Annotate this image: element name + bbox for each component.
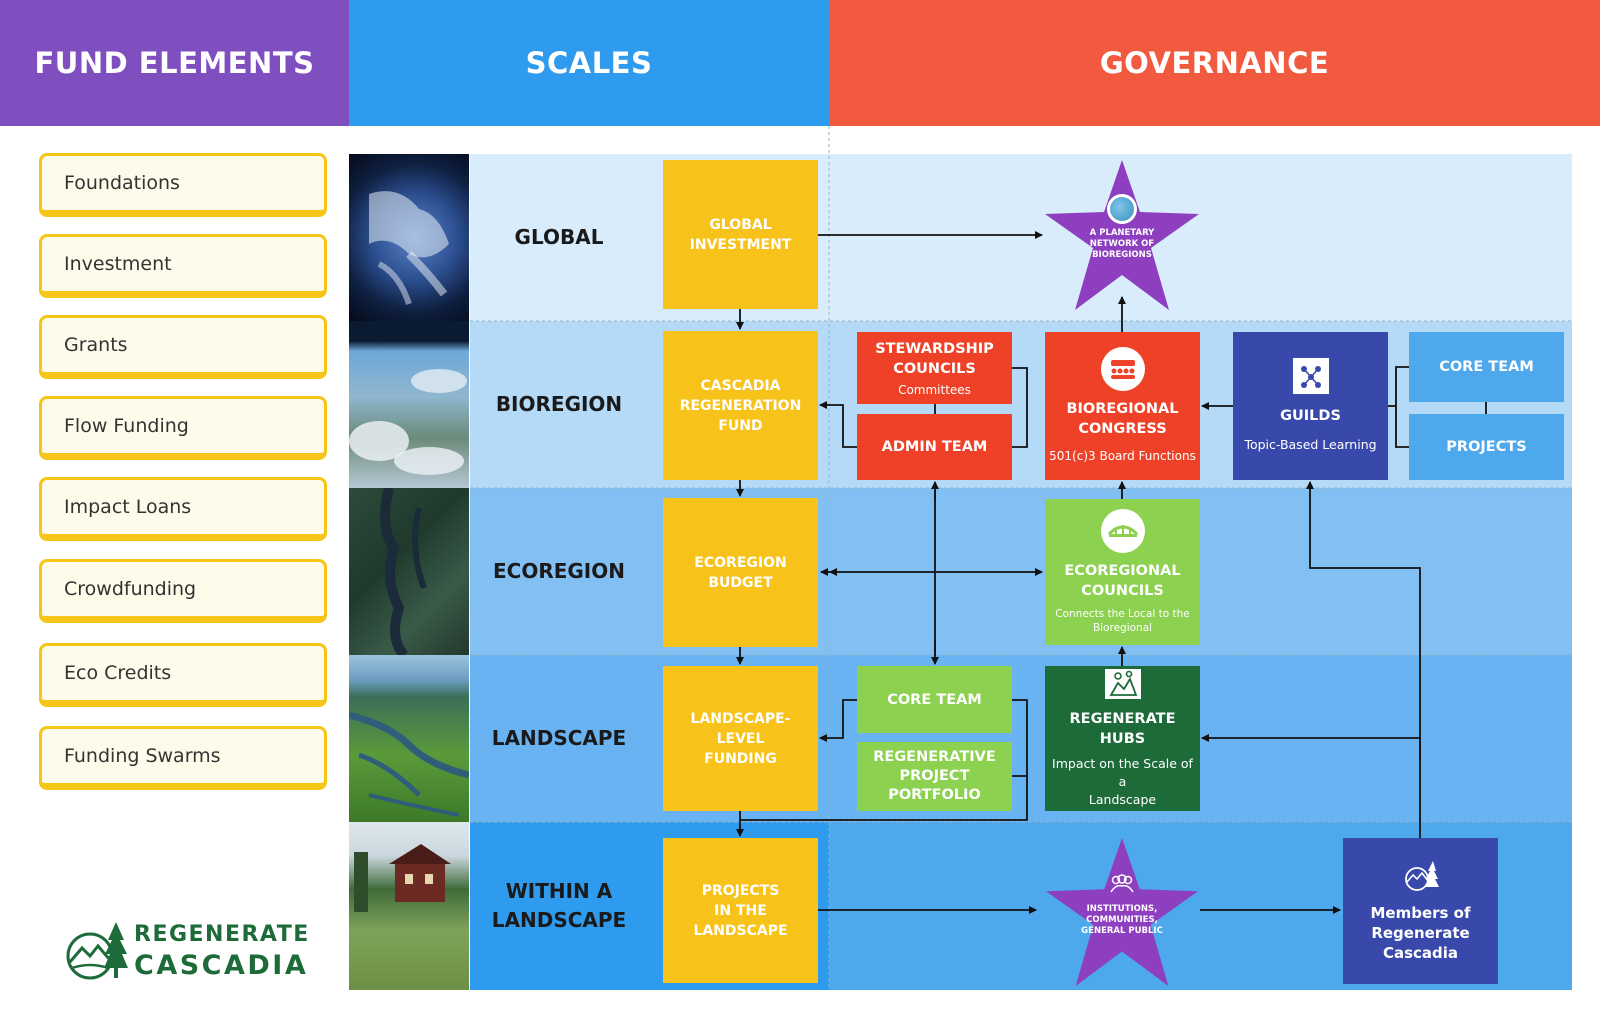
fund-element-label: Investment [64, 253, 172, 275]
fund-element-impact-loans: Impact Loans [39, 477, 327, 541]
bioregional-congress-title: BIOREGIONAL CONGRESS [1066, 401, 1179, 437]
logo-mark-icon [66, 922, 128, 980]
fund-element-label: Impact Loans [64, 496, 192, 518]
people-group-icon [1110, 874, 1134, 893]
ecoregional-councils-box: ECOREGIONAL COUNCILS Connects the Local … [1045, 499, 1200, 645]
bioregional-congress-box: BIOREGIONAL CONGRESS 501(c)3 Board Funct… [1045, 332, 1200, 480]
congress-assembly-icon [1100, 347, 1145, 391]
fund-element-investment: Investment [39, 234, 327, 298]
core-team-top-title: CORE TEAM [1439, 359, 1534, 375]
public-star: INSTITUTIONS, COMMUNITIES, GENERAL PUBLI… [1045, 838, 1199, 986]
guilds-title: GUILDS [1280, 408, 1341, 424]
fund-element-grants: Grants [39, 315, 327, 379]
regenerative-project-portfolio-title: REGENERATIVE PROJECT PORTFOLIO [873, 749, 996, 803]
scales-title: SCALES [525, 46, 653, 80]
guilds-sub: Topic-Based Learning [1244, 437, 1377, 452]
fund-element-flow-funding: Flow Funding [39, 396, 327, 460]
stewardship-councils-title: STEWARDSHIP COUNCILS [875, 341, 994, 377]
fund-box-landscape-level-funding: LANDSCAPE-LEVEL FUNDING [663, 666, 818, 811]
fund-box-cascadia-regeneration-fund: CASCADIA REGENERATION FUND [663, 331, 818, 480]
fund-element-label: Foundations [64, 172, 180, 194]
fund-element-label: Flow Funding [64, 415, 189, 437]
bridge-icon [1100, 509, 1145, 553]
governance-header: GOVERNANCE [829, 0, 1600, 126]
bioregional-congress-sub: 501(c)3 Board Functions [1049, 449, 1196, 463]
public-star-label: INSTITUTIONS, COMMUNITIES, GENERAL PUBLI… [1081, 904, 1163, 936]
planetary-network-star: A PLANETARY NETWORK OF BIOREGIONS [1045, 160, 1199, 310]
core-team-landscape-title: CORE TEAM [887, 691, 982, 708]
fund-element-funding-swarms: Funding Swarms [39, 726, 327, 790]
fund-element-label: Crowdfunding [64, 578, 197, 600]
core-team-landscape-box: CORE TEAM [857, 666, 1012, 733]
fund-element-crowdfunding: Crowdfunding [39, 559, 327, 623]
regenerate-hubs-title: REGENERATE HUBS [1069, 710, 1176, 747]
fund-box-ecoregion-budget: ECOREGION BUDGET [663, 498, 818, 647]
regenerate-hubs-sub: Impact on the Scale of a Landscape [1052, 755, 1193, 807]
photo-puget-sound-satellite [349, 488, 469, 655]
core-team-top-box: CORE TEAM [1409, 332, 1564, 402]
hub-map-icon [1104, 668, 1141, 699]
scale-label-bioregion: BIOREGION [495, 392, 623, 416]
fund-elements-title: FUND ELEMENTS [34, 46, 315, 80]
logo-line-2: CASCADIA [134, 950, 309, 981]
regenerate-cascadia-logo: REGENERATE CASCADIA [62, 918, 308, 984]
stewardship-councils-box: STEWARDSHIP COUNCILS Committees [857, 332, 1012, 404]
members-logo-icon [1404, 861, 1439, 891]
members-box: Members of Regenerate Cascadia [1343, 838, 1498, 984]
photo-earth-limb-clouds [349, 321, 469, 488]
guilds-box: GUILDS Topic-Based Learning [1233, 332, 1388, 480]
members-title: Members of Regenerate Cascadia [1370, 904, 1471, 962]
ecoregional-councils-sub: Connects the Local to the Bioregional [1055, 608, 1190, 634]
band-global [470, 154, 1572, 321]
scale-label-global: GLOBAL [514, 225, 604, 249]
star-shape-icon [1046, 838, 1198, 986]
regenerative-project-portfolio-box: REGENERATIVE PROJECT PORTFOLIO [857, 742, 1012, 811]
scale-label-within-landscape: WITHIN A LANDSCAPE [491, 879, 627, 932]
fund-box-projects-in-landscape: PROJECTS IN THE LANDSCAPE [663, 838, 818, 983]
fund-elements-header: FUND ELEMENTS [0, 0, 349, 126]
fund-element-label: Funding Swarms [64, 745, 221, 767]
guilds-network-icon [1292, 358, 1329, 394]
fund-element-eco-credits: Eco Credits [39, 643, 327, 707]
globe-icon [1107, 194, 1137, 224]
star-shape-icon [1045, 160, 1199, 310]
ecoregional-councils-title: ECOREGIONAL COUNCILS [1064, 563, 1181, 599]
scale-label-ecoregion: ECOREGION [492, 559, 625, 583]
photo-river-delta-aerial [349, 655, 469, 822]
projects-box: PROJECTS [1409, 414, 1564, 480]
admin-team-title: ADMIN TEAM [881, 439, 988, 455]
photo-farmhouse-meadow [349, 822, 469, 990]
fund-element-label: Eco Credits [64, 662, 172, 684]
fund-box-global-investment: GLOBAL INVESTMENT [663, 160, 818, 309]
projects-title: PROJECTS [1446, 439, 1527, 455]
governance-title: GOVERNANCE [1099, 46, 1330, 80]
stewardship-councils-sub: Committees [898, 383, 971, 397]
logo-line-1: REGENERATE [134, 922, 310, 947]
planetary-network-label: A PLANETARY NETWORK OF BIOREGIONS [1089, 228, 1155, 260]
fund-element-label: Grants [64, 334, 128, 356]
photo-earth-from-space [349, 154, 469, 321]
admin-team-box: ADMIN TEAM [857, 414, 1012, 480]
scales-header: SCALES [349, 0, 829, 126]
regenerate-hubs-box: REGENERATE HUBS Impact on the Scale of a… [1045, 666, 1200, 811]
fund-element-foundations: Foundations [39, 153, 327, 217]
scale-label-landscape: LANDSCAPE [491, 726, 627, 750]
